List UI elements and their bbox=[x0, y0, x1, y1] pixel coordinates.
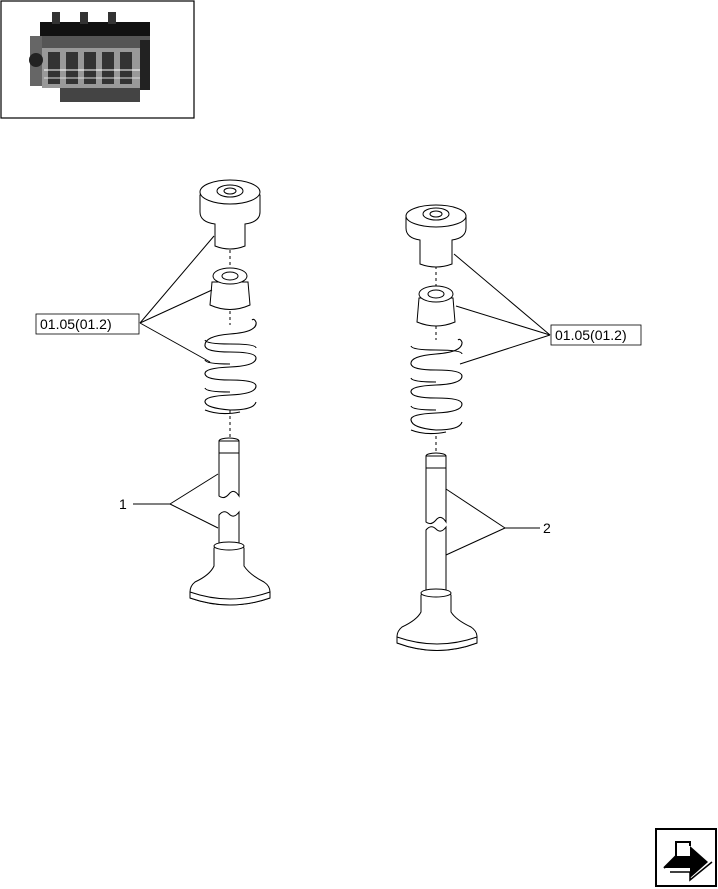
right-ref-leaders bbox=[453, 253, 551, 365]
item-1-label[interactable]: 1 bbox=[119, 496, 127, 512]
next-page-arrow-icon bbox=[663, 841, 713, 882]
left-valve-spring[interactable] bbox=[204, 318, 257, 415]
left-valve-seal[interactable] bbox=[209, 267, 251, 310]
item-2-label[interactable]: 2 bbox=[543, 520, 551, 536]
right-ref-label: 01.05(01.2) bbox=[555, 327, 627, 343]
right-valve[interactable] bbox=[396, 452, 478, 651]
left-ref-leaders bbox=[139, 235, 215, 363]
right-valve-seal[interactable] bbox=[416, 285, 456, 327]
right-ref-callout[interactable]: 01.05(01.2) bbox=[550, 324, 642, 346]
right-spring-retainer[interactable] bbox=[405, 204, 467, 268]
item-2-leaders bbox=[445, 488, 540, 556]
left-ref-callout[interactable]: 01.05(01.2) bbox=[35, 313, 140, 335]
right-valve-spring[interactable] bbox=[410, 338, 463, 435]
item-1-leaders bbox=[133, 473, 219, 529]
left-valve[interactable] bbox=[189, 437, 271, 606]
engine-thumbnail-icon bbox=[29, 12, 150, 102]
right-valve-assembly bbox=[396, 204, 478, 651]
next-page-button[interactable] bbox=[655, 828, 717, 887]
engine-thumbnail[interactable] bbox=[0, 0, 195, 119]
left-valve-assembly bbox=[189, 179, 271, 606]
left-spring-retainer[interactable] bbox=[199, 179, 261, 250]
left-ref-label: 01.05(01.2) bbox=[40, 316, 112, 332]
